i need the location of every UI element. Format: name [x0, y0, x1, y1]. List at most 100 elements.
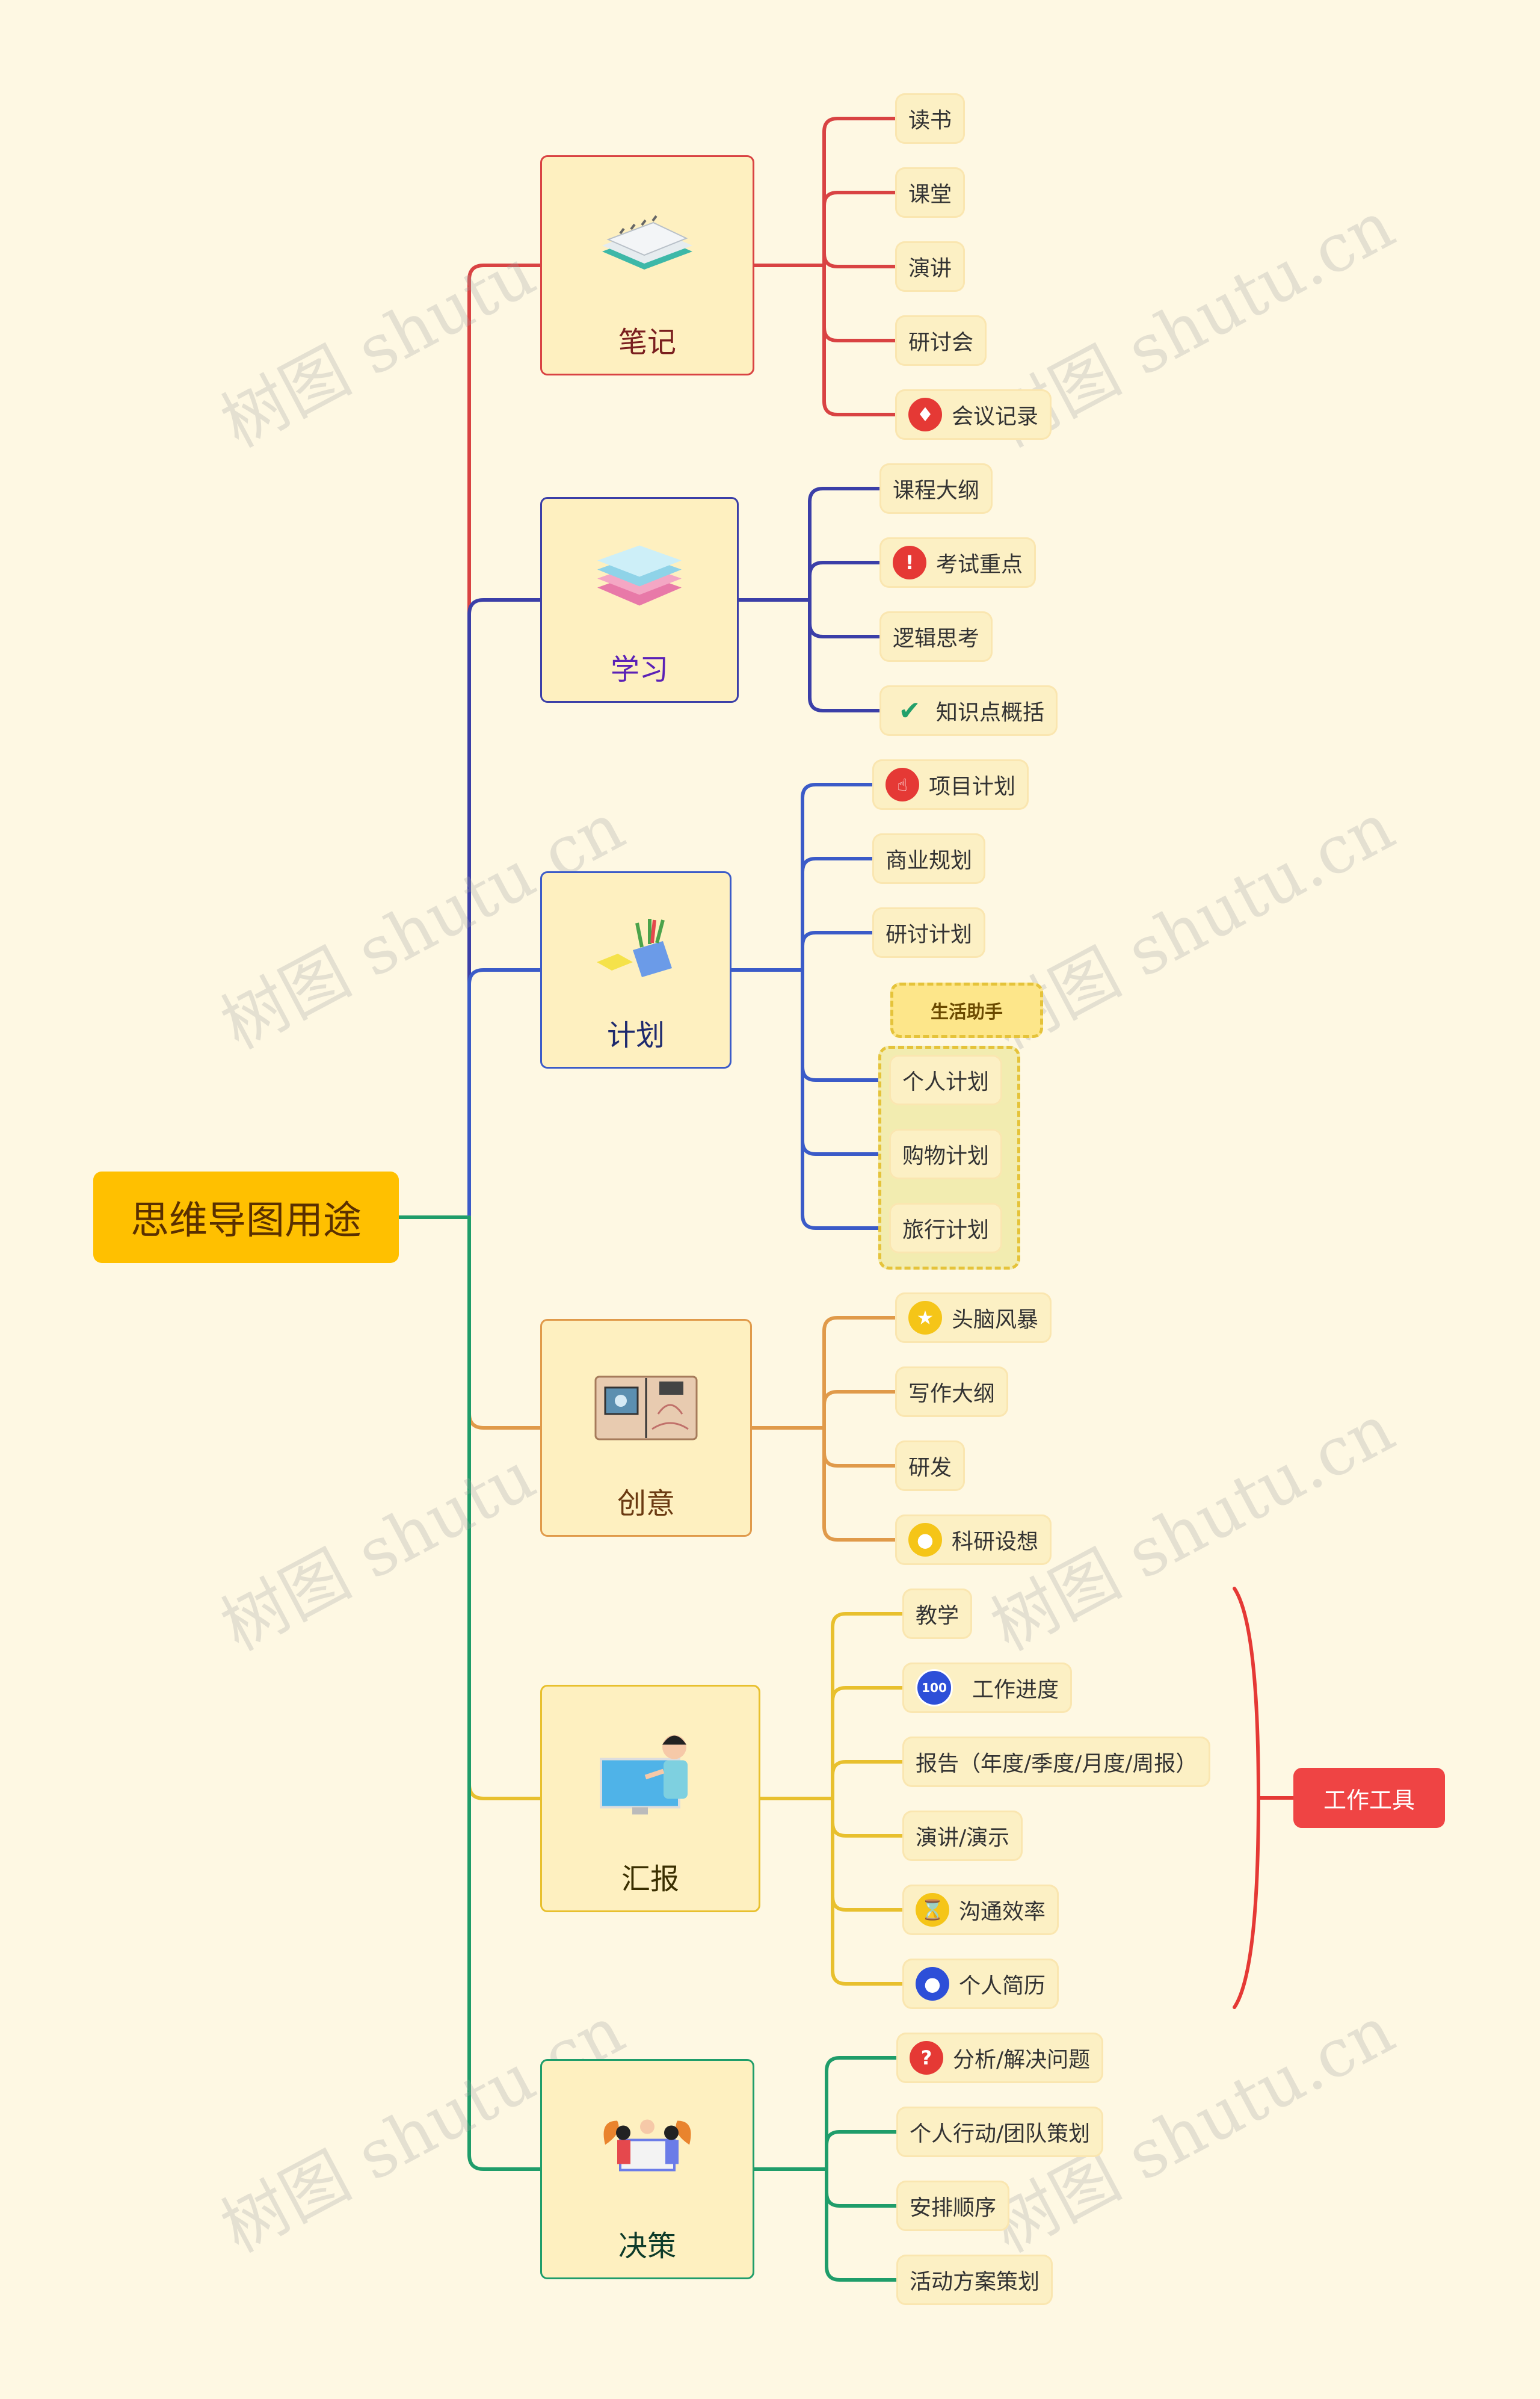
- books-icon: [591, 540, 688, 620]
- leaf-connector: [827, 2132, 896, 2169]
- leaf-connector: [824, 193, 895, 265]
- leaf-connector: [833, 1688, 902, 1798]
- branch-label: 笔记: [542, 318, 753, 360]
- branch-study[interactable]: 学习: [540, 497, 739, 703]
- leaf-topic[interactable]: 写作大纲: [895, 1366, 1008, 1417]
- leaf-topic[interactable]: ✔ 知识点概括: [879, 685, 1058, 736]
- question-icon: ?: [910, 2041, 943, 2075]
- branch-connector: [469, 1217, 540, 1428]
- leaf-connector: [810, 600, 879, 637]
- leaf-label: 会议记录: [952, 399, 1038, 430]
- leaf-topic[interactable]: 个人行动/团队策划: [896, 2107, 1103, 2157]
- branch-decision[interactable]: 决策: [540, 2059, 754, 2279]
- leaf-connector: [824, 253, 895, 267]
- leaf-label: 逻辑思考: [893, 621, 979, 652]
- branch-connector: [469, 265, 540, 1217]
- leaf-connector: [827, 2058, 896, 2169]
- leaf-connector: [833, 1798, 902, 1984]
- notebook-icon: [596, 209, 698, 284]
- star-icon: ★: [908, 1301, 942, 1335]
- leaf-label: 读书: [908, 103, 952, 134]
- leaf-topic[interactable]: 演讲/演示: [902, 1811, 1023, 1861]
- leaf-topic[interactable]: 活动方案策划: [896, 2255, 1053, 2305]
- summary-label[interactable]: 生活助手: [890, 983, 1043, 1038]
- leaf-topic[interactable]: ● 科研设想: [895, 1514, 1052, 1565]
- exclamation-icon: !: [893, 546, 926, 579]
- leaf-topic[interactable]: 个人计划: [889, 1055, 1002, 1105]
- callout-work-tools[interactable]: 工作工具: [1293, 1768, 1445, 1828]
- leaf-topic[interactable]: 研讨计划: [872, 907, 985, 958]
- leaf-topic[interactable]: 演讲: [895, 241, 965, 292]
- leaf-connector: [810, 563, 879, 600]
- leaf-label: 活动方案策划: [910, 2264, 1040, 2296]
- leaf-connector: [824, 1428, 895, 1540]
- leaf-topic[interactable]: 安排顺序: [896, 2181, 1009, 2231]
- leaf-topic[interactable]: 课堂: [895, 167, 965, 218]
- leaf-connector: [810, 600, 879, 711]
- leaf-connector: [824, 265, 895, 341]
- branch-report[interactable]: 汇报: [540, 1685, 760, 1912]
- leaf-label: 头脑风暴: [952, 1302, 1038, 1333]
- leaf-label: 研讨会: [908, 325, 973, 356]
- leaf-topic[interactable]: 课程大纲: [879, 463, 993, 514]
- leaf-topic[interactable]: 研发: [895, 1440, 965, 1491]
- leaf-label: 个人计划: [902, 1064, 989, 1096]
- leaf-label: 购物计划: [902, 1138, 989, 1170]
- leaf-connector: [824, 1428, 895, 1466]
- leaf-label: 演讲: [908, 251, 952, 282]
- leaf-topic[interactable]: 报告（年度/季度/月度/周报）: [902, 1737, 1210, 1787]
- leaf-topic[interactable]: ● 个人简历: [902, 1959, 1059, 2009]
- leaf-label: 个人行动/团队策划: [910, 2116, 1090, 2147]
- leaf-label: 演讲/演示: [916, 1820, 1009, 1851]
- leaf-connector: [824, 1318, 895, 1428]
- branch-label: 创意: [542, 1480, 750, 1522]
- leaf-label: 个人简历: [959, 1968, 1046, 1999]
- leaf-topic[interactable]: 研讨会: [895, 315, 987, 366]
- leaf-connector: [827, 2169, 896, 2206]
- leaf-label: 课程大纲: [893, 473, 979, 504]
- branch-plan[interactable]: 计划: [540, 871, 732, 1069]
- leaf-label: 项目计划: [929, 769, 1015, 800]
- root-topic[interactable]: 思维导图用途: [93, 1172, 399, 1263]
- leaf-topic[interactable]: 旅行计划: [889, 1203, 1002, 1253]
- leaf-label: 沟通效率: [959, 1894, 1046, 1925]
- leaf-connector: [810, 489, 879, 600]
- branch-notes[interactable]: 笔记: [540, 155, 754, 375]
- leaf-topic[interactable]: ☝ 项目计划: [872, 759, 1029, 810]
- lightbulb-icon: ●: [908, 1523, 942, 1557]
- leaf-label: 知识点概括: [936, 695, 1044, 726]
- leaf-topic[interactable]: ♦ 会议记录: [895, 389, 1052, 440]
- leaf-connector: [802, 785, 872, 970]
- sketchbook-icon: [592, 1372, 700, 1447]
- branch-label: 学习: [542, 646, 737, 688]
- summary-bracket: [1234, 1589, 1258, 2007]
- leaf-topic[interactable]: 读书: [895, 93, 965, 144]
- leaf-label: 教学: [916, 1598, 959, 1629]
- leaf-topic[interactable]: 100 工作进度: [902, 1663, 1072, 1713]
- person-icon: ●: [916, 1967, 949, 2001]
- leaf-label: 分析/解决问题: [953, 2042, 1090, 2073]
- leaf-topic[interactable]: ? 分析/解决问题: [896, 2033, 1103, 2083]
- leaf-topic[interactable]: 逻辑思考: [879, 611, 993, 662]
- leaf-topic[interactable]: ★ 头脑风暴: [895, 1292, 1052, 1343]
- branch-label: 计划: [542, 1011, 730, 1054]
- leaf-label: 研讨计划: [886, 917, 972, 948]
- bell-icon: ♦: [908, 398, 942, 431]
- thumbs-up-icon: ☝: [886, 768, 919, 801]
- leaf-topic[interactable]: 教学: [902, 1589, 972, 1639]
- leaf-label: 商业规划: [886, 843, 972, 874]
- branch-label: 决策: [542, 2222, 753, 2264]
- leaf-connector: [802, 970, 889, 1228]
- leaf-topic[interactable]: 商业规划: [872, 833, 985, 884]
- leaf-topic[interactable]: ⌛ 沟通效率: [902, 1885, 1059, 1935]
- leaf-topic[interactable]: 购物计划: [889, 1129, 1002, 1179]
- leaf-connector: [827, 2169, 896, 2280]
- leaf-connector: [802, 859, 872, 970]
- leaf-topic[interactable]: ! 考试重点: [879, 537, 1036, 588]
- hourglass-icon: ⌛: [916, 1893, 949, 1927]
- leaf-connector: [833, 1798, 902, 1910]
- leaf-connector: [833, 1614, 902, 1798]
- branch-creative[interactable]: 创意: [540, 1319, 752, 1537]
- leaf-label: 旅行计划: [902, 1212, 989, 1244]
- presenter-icon: [596, 1729, 704, 1822]
